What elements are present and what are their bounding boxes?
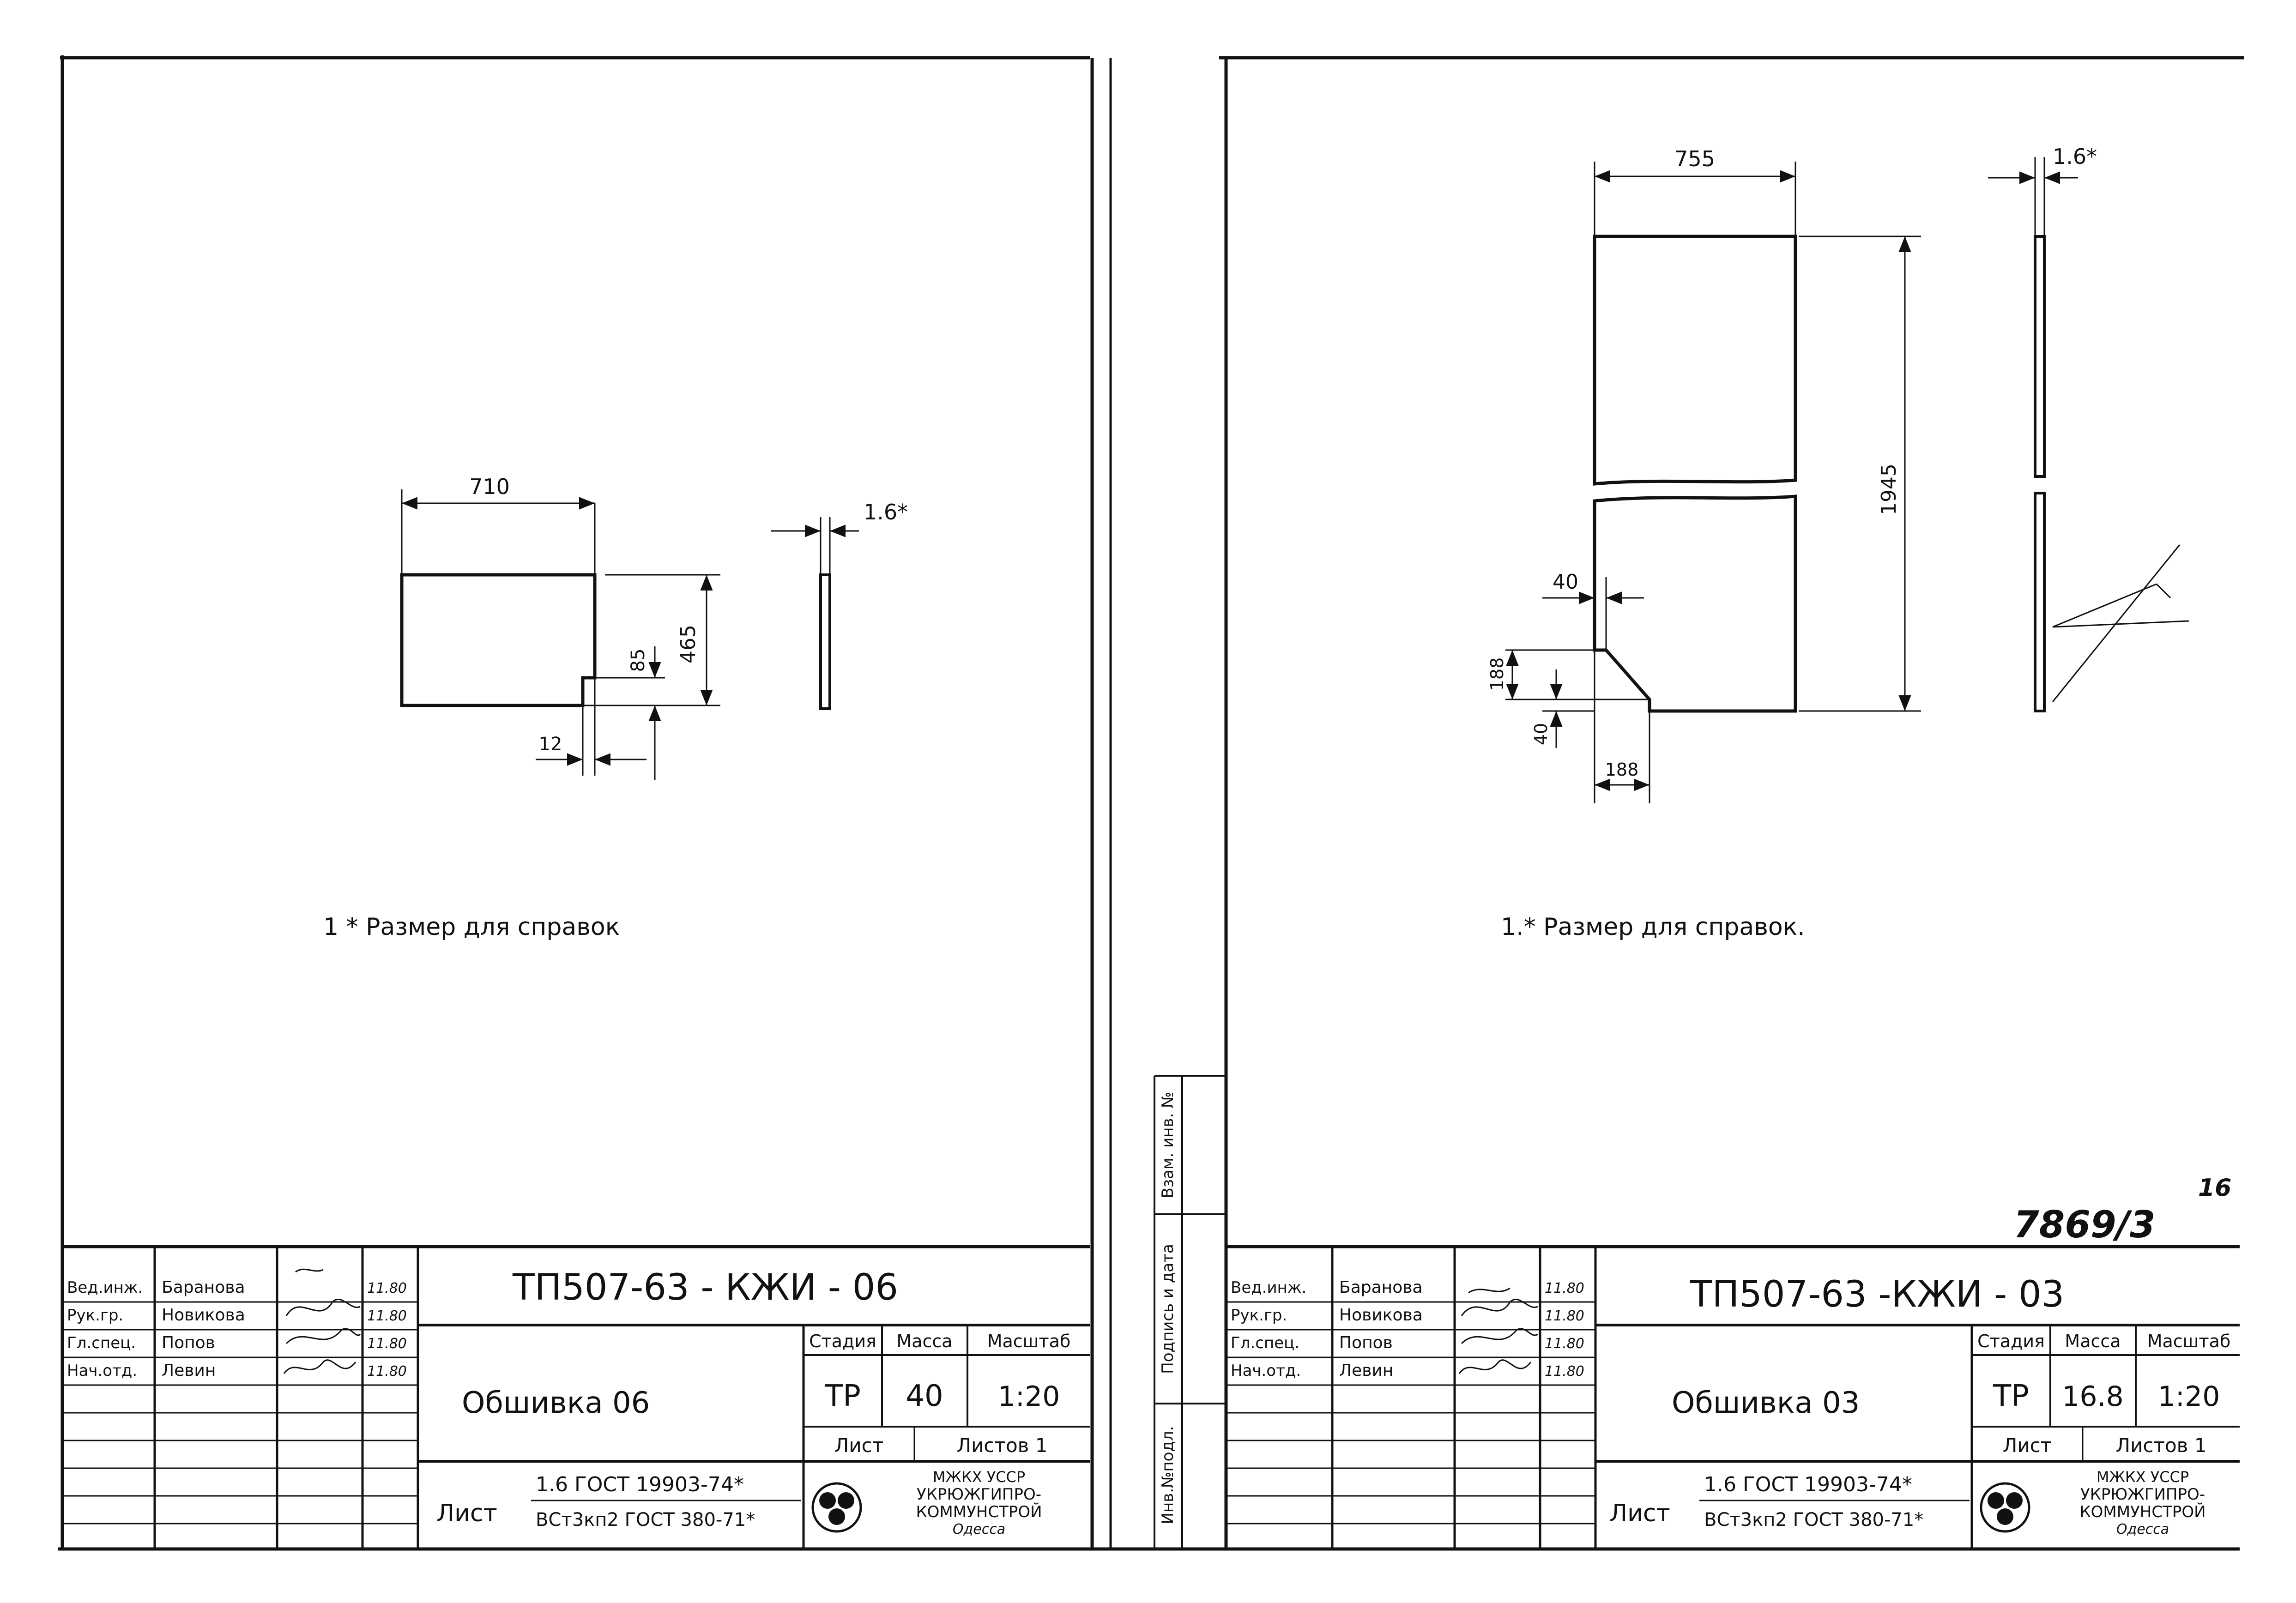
material-bottom: ВСт3кп2 ГОСТ 380-71* — [1704, 1509, 1923, 1531]
material-top: 1.6 ГОСТ 19903-74* — [1704, 1473, 1912, 1496]
dim-width-755: 755 — [1674, 146, 1715, 171]
header-scale: Масштаб — [2147, 1331, 2231, 1351]
value-stage: ТР — [824, 1379, 861, 1413]
header-stage: Стадия — [809, 1331, 876, 1351]
staff-date-2: 11.80 — [367, 1308, 407, 1324]
org-line-2: УКРЮЖГИПРО- — [2080, 1485, 2205, 1504]
header-scale: Масштаб — [987, 1331, 1071, 1351]
staff-name-4: Левин — [162, 1361, 216, 1380]
org-line-1: МЖКХ УССР — [933, 1468, 1025, 1486]
staff-date-3: 11.80 — [1545, 1336, 1584, 1352]
note-right: 1.* Размер для справок. — [1501, 913, 1805, 941]
sheet-label: Лист — [2003, 1434, 2052, 1457]
staff-role-2: Рук.гр. — [1231, 1306, 1287, 1325]
staff-date-1: 11.80 — [1545, 1280, 1584, 1296]
staff-name-1: Баранова — [162, 1278, 245, 1297]
header-stage: Стадия — [1977, 1331, 2045, 1351]
staff-role-1: Вед.инж. — [67, 1278, 143, 1297]
page-number: 16 — [2198, 1174, 2231, 1202]
dim-thickness-right: 1.6* — [2053, 144, 2097, 169]
drawing-right-part: 755 1945 40 188 40 188 1.6* — [1487, 144, 2231, 1246]
value-scale: 1:20 — [998, 1380, 1060, 1413]
org-line-2: УКРЮЖГИПРО- — [917, 1485, 1041, 1504]
staff-name-2: Новикова — [162, 1306, 245, 1325]
dim-width-710: 710 — [469, 474, 510, 499]
signatures-left — [283, 1268, 361, 1374]
staff-name-4: Левин — [1339, 1361, 1393, 1380]
sheets-count: Листов 1 — [957, 1434, 1048, 1457]
org-line-3: КОММУНСТРОЙ — [2079, 1502, 2205, 1521]
section-right-strip-top — [2034, 235, 2046, 478]
org-line-1: МЖКХ УССР — [2097, 1468, 2189, 1486]
staff-role-4: Нач.отд. — [1231, 1362, 1301, 1380]
value-stage: ТР — [1993, 1379, 2029, 1413]
dim-height-465: 465 — [677, 625, 700, 663]
dim-notch-12: 12 — [539, 734, 562, 755]
material-bottom: ВСт3кп2 ГОСТ 380-71* — [536, 1509, 755, 1531]
side-stamp-signature: Подпись и дата — [1159, 1244, 1177, 1374]
staff-date-4: 11.80 — [1545, 1363, 1584, 1380]
dim-height-1945: 1945 — [1877, 464, 1901, 515]
side-stamp-replacement: Взам. инв. № — [1159, 1092, 1177, 1199]
org-line-3: КОММУНСТРОЙ — [916, 1502, 1042, 1521]
title-block-left: Вед.инж. Баранова 11.80 Рук.гр. Новикова… — [62, 1245, 1090, 1549]
dim-base-40: 40 — [1531, 723, 1551, 745]
org-line-4: Одесса — [2116, 1521, 2169, 1537]
header-mass: Масса — [896, 1331, 952, 1351]
section-left-strip — [819, 573, 831, 710]
material-label: Лист — [436, 1500, 497, 1527]
staff-name-1: Баранова — [1339, 1278, 1423, 1297]
material-top: 1.6 ГОСТ 19903-74* — [536, 1473, 744, 1496]
staff-name-3: Попов — [162, 1333, 215, 1352]
stamp-number: 7869/3 — [2013, 1203, 2156, 1246]
staff-role-2: Рук.гр. — [67, 1306, 123, 1325]
side-stamp-inv-number: Инв.№подл. — [1159, 1426, 1177, 1525]
part-name-right: Обшивка 03 — [1672, 1386, 1860, 1420]
cancellation-mark — [2052, 544, 2189, 702]
value-mass: 40 — [906, 1379, 943, 1413]
note-left: 1 * Размер для справок — [323, 913, 620, 941]
drawing-code-right: ТП507-63 -КЖИ - 03 — [1690, 1274, 2064, 1315]
drawing-left-part: 710 465 85 12 1.6* 1 * Размер для справо… — [323, 474, 908, 941]
staff-date-4: 11.80 — [367, 1363, 407, 1380]
section-right-strip-bottom — [2034, 492, 2046, 712]
dim-step-85: 85 — [628, 649, 649, 672]
dim-base-188: 188 — [1605, 759, 1639, 780]
staff-role-3: Гл.спец. — [67, 1334, 136, 1352]
drawing-code-left: ТП507-63 - КЖИ - 06 — [512, 1267, 898, 1308]
staff-name-2: Новикова — [1339, 1306, 1423, 1325]
org-line-4: Одесса — [953, 1521, 1005, 1537]
staff-role-3: Гл.спец. — [1231, 1334, 1299, 1352]
side-stamp: Инв.№подл. Подпись и дата Взам. инв. № — [1154, 1075, 1226, 1549]
org-logo-left — [811, 1482, 862, 1533]
value-mass: 16.8 — [2062, 1380, 2124, 1413]
staff-date-1: 11.80 — [367, 1280, 407, 1296]
staff-date-3: 11.80 — [367, 1336, 407, 1352]
part-name-left: Обшивка 06 — [462, 1386, 650, 1420]
header-mass: Масса — [2065, 1331, 2121, 1351]
staff-date-2: 11.80 — [1545, 1308, 1584, 1324]
value-scale: 1:20 — [2158, 1380, 2220, 1413]
sheets-count: Листов 1 — [2116, 1434, 2207, 1457]
org-logo-right — [1980, 1482, 2030, 1533]
dim-chamfer-40: 40 — [1553, 570, 1578, 594]
staff-role-4: Нач.отд. — [67, 1362, 137, 1380]
dim-chamfer-188: 188 — [1487, 657, 1507, 691]
staff-name-3: Попов — [1339, 1333, 1393, 1352]
staff-role-1: Вед.инж. — [1231, 1278, 1306, 1297]
sheet-frame — [58, 55, 2244, 1551]
signatures-right — [1458, 1287, 1538, 1374]
title-block-right: Вед.инж. Баранова 11.80 Рук.гр. Новикова… — [1226, 1245, 2240, 1549]
dim-thickness-left: 1.6* — [864, 500, 908, 524]
sheet-label: Лист — [834, 1434, 883, 1457]
material-label: Лист — [1609, 1500, 1670, 1527]
